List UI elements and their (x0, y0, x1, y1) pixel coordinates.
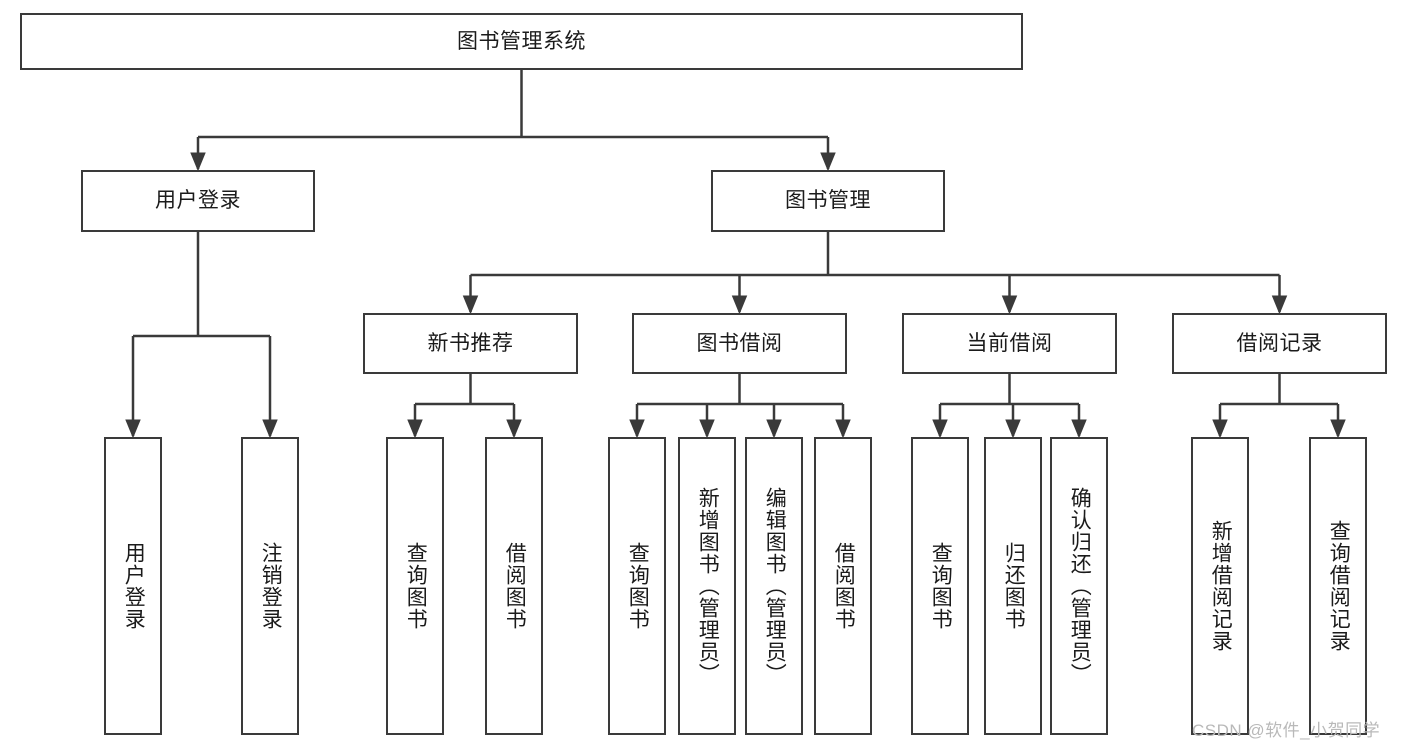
node-label: 查询借阅记录 (1327, 520, 1351, 652)
node-borrow-record[interactable]: 借阅记录 (1172, 313, 1387, 374)
arrow-head-icon-book-manage (820, 152, 836, 172)
node-label: 借阅记录 (1236, 331, 1323, 355)
node-leaf-query-book-rec[interactable]: 查询图书 (386, 437, 444, 735)
node-label: 查询图书 (929, 542, 953, 630)
node-label: 借阅图书 (503, 542, 527, 630)
arrow-head-icon-book-borrow (731, 295, 748, 315)
node-leaf-add-record[interactable]: 新增借阅记录 (1191, 437, 1249, 735)
node-label: 当前借阅 (966, 331, 1053, 355)
arrow-head-icon-leaf-query-record (1330, 419, 1346, 439)
arrow-head-icon-leaf-edit-book (766, 419, 782, 439)
arrow-head-icon-user-login (190, 152, 206, 172)
node-label: 新增借阅记录 (1209, 520, 1233, 652)
node-new-book-rec[interactable]: 新书推荐 (363, 313, 578, 374)
node-leaf-borrow-book-rec[interactable]: 借阅图书 (485, 437, 543, 735)
node-label: 图书借阅 (696, 331, 783, 355)
arrow-head-icon-leaf-user-login (125, 419, 141, 439)
node-leaf-query-record[interactable]: 查询借阅记录 (1309, 437, 1367, 735)
node-root[interactable]: 图书管理系统 (20, 13, 1023, 70)
node-leaf-return-book[interactable]: 归还图书 (984, 437, 1042, 735)
node-book-manage[interactable]: 图书管理 (711, 170, 945, 232)
node-label: 查询图书 (626, 542, 650, 630)
node-leaf-user-logout[interactable]: 注销登录 (241, 437, 299, 735)
node-label: 图书管理系统 (457, 29, 586, 53)
arrow-head-icon-leaf-query-book-cur (932, 419, 948, 439)
node-label: 新书推荐 (427, 331, 514, 355)
arrow-head-icon-leaf-add-book (699, 419, 715, 439)
arrow-head-icon-leaf-query-book-rec (407, 419, 423, 439)
arrow-head-icon-current-borrow (1001, 295, 1018, 315)
node-user-login[interactable]: 用户登录 (81, 170, 315, 232)
node-leaf-add-book[interactable]: 新增图书（管理员） (678, 437, 736, 735)
watermark-label: CSDN @软件_小贺同学 (1192, 721, 1381, 740)
arrow-head-icon-leaf-user-logout (262, 419, 278, 439)
node-label: 编辑图书（管理员） (763, 487, 787, 685)
arrow-head-icon-leaf-confirm-return (1071, 419, 1087, 439)
node-current-borrow[interactable]: 当前借阅 (902, 313, 1117, 374)
node-leaf-user-login[interactable]: 用户登录 (104, 437, 162, 735)
node-book-borrow[interactable]: 图书借阅 (632, 313, 847, 374)
node-label: 查询图书 (404, 542, 428, 630)
node-leaf-borrow-book[interactable]: 借阅图书 (814, 437, 872, 735)
node-label: 归还图书 (1002, 542, 1026, 630)
node-leaf-edit-book[interactable]: 编辑图书（管理员） (745, 437, 803, 735)
node-label: 图书管理 (785, 189, 871, 213)
node-label: 注销登录 (259, 542, 283, 630)
node-leaf-query-book-cur[interactable]: 查询图书 (911, 437, 969, 735)
arrow-head-icon-leaf-borrow-book (835, 419, 851, 439)
node-label: 确认归还（管理员） (1068, 487, 1092, 685)
node-leaf-query-book-borrow[interactable]: 查询图书 (608, 437, 666, 735)
arrow-head-icon-leaf-return-book (1005, 419, 1021, 439)
node-label: 用户登录 (122, 542, 146, 630)
arrow-head-icon-leaf-query-book-borrow (629, 419, 645, 439)
arrow-head-icon-leaf-add-record (1212, 419, 1228, 439)
arrow-head-icon-new-book-rec (462, 295, 479, 315)
arrow-head-icon-leaf-borrow-book-rec (506, 419, 522, 439)
node-label: 新增图书（管理员） (696, 487, 720, 685)
node-leaf-confirm-return[interactable]: 确认归还（管理员） (1050, 437, 1108, 735)
node-label: 借阅图书 (832, 542, 856, 630)
arrow-head-icon-borrow-record (1271, 295, 1288, 315)
node-label: 用户登录 (155, 189, 241, 213)
